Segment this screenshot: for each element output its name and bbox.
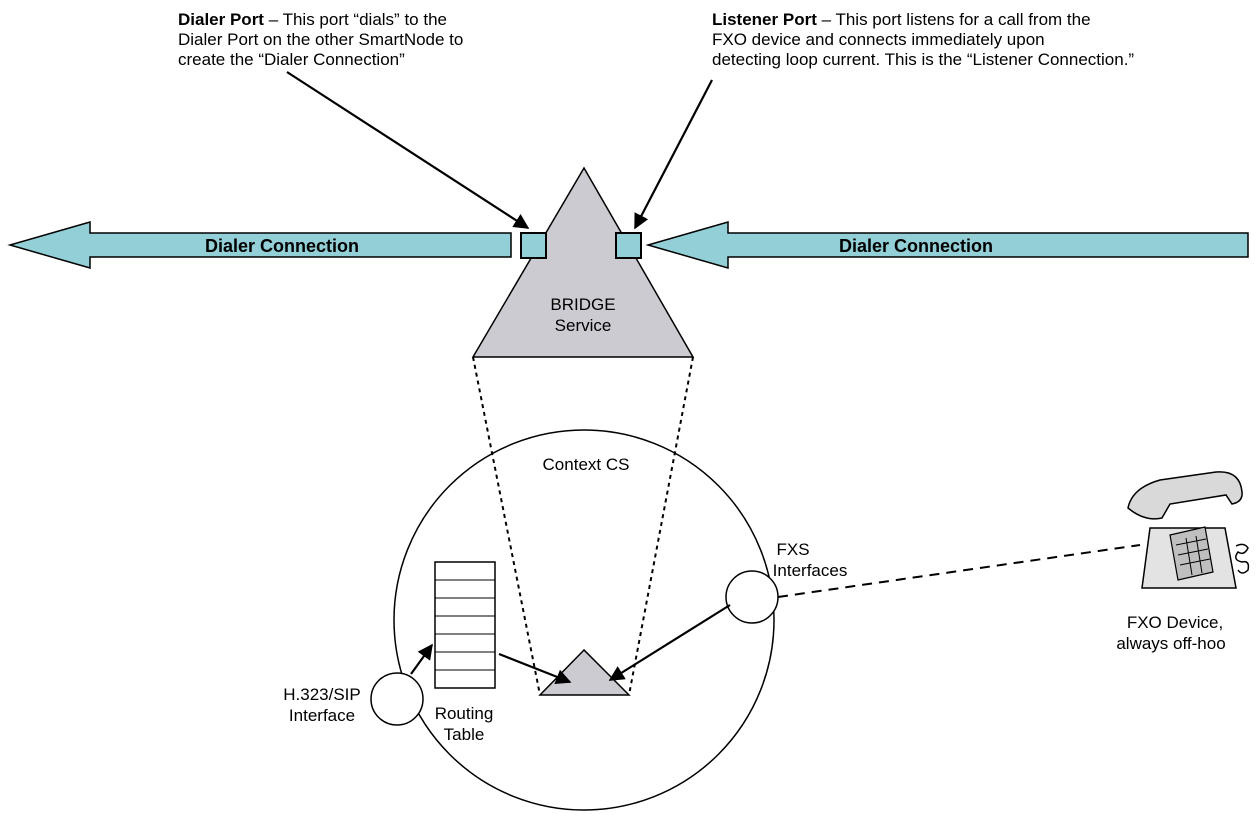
right-connection-arrow [645,221,1249,269]
listener-port-title: Listener Port [712,10,817,29]
telephone-icon [1127,471,1250,589]
zoom-line-right [628,356,694,696]
context-cs-label: Context CS [543,455,630,474]
routing-to-bridge-arrow [498,652,572,685]
routing-table [434,561,496,689]
fxo-link-line [777,544,1141,598]
listener-port-line-3: detecting loop current. This is the “Lis… [712,50,1135,69]
listener-port-line-1: – This port listens for a call from the [816,10,1091,29]
h323-sip-interface-node [370,672,424,726]
routing-label-line-2: Table [444,725,485,744]
dialer-port-title: Dialer Port [178,10,264,29]
context-bridge-triangle [538,648,631,696]
bridge-service-triangle [471,166,695,358]
fxs-to-bridge-arrow [608,604,731,681]
dialer-port-line-1: – This port “dials” to the [263,10,447,29]
left-connection-arrow [7,221,512,269]
dialer-port-pointer [286,71,530,229]
fxs-interface-node [725,570,779,624]
listener-port [615,232,642,259]
dialer-port-line-2: Dialer Port on the other SmartNode to [178,30,464,49]
dialer-port-line-3: create the “Dialer Connection” [178,50,405,69]
context-cs-circle [393,429,775,811]
listener-port-callout: Listener Port – This port listens for a … [712,10,1192,70]
fxo-label-line-2: always off-hoo [1116,634,1225,653]
bridge-label-line-1: BRIDGE [550,295,615,314]
h323-label-line-2: Interface [289,706,355,725]
bridge-label-line-2: Service [555,316,612,335]
fxo-label-line-1: FXO Device, [1127,613,1223,632]
h323-to-routing-arrow [410,643,433,675]
dialer-port [520,232,547,259]
h323-label-line-1: H.323/SIP [283,685,361,704]
zoom-line-left [472,356,541,696]
dialer-port-callout: Dialer Port – This port “dials” to the D… [178,10,508,70]
listener-port-line-2: FXO device and connects immediately upon [712,30,1045,49]
right-connection-label: Dialer Connection [839,236,993,256]
left-connection-label: Dialer Connection [205,236,359,256]
fxs-label-line-2: Interfaces [773,561,848,580]
listener-port-pointer [634,79,713,230]
fxs-label-line-1: FXS [776,540,809,559]
routing-label-line-1: Routing [435,704,494,723]
